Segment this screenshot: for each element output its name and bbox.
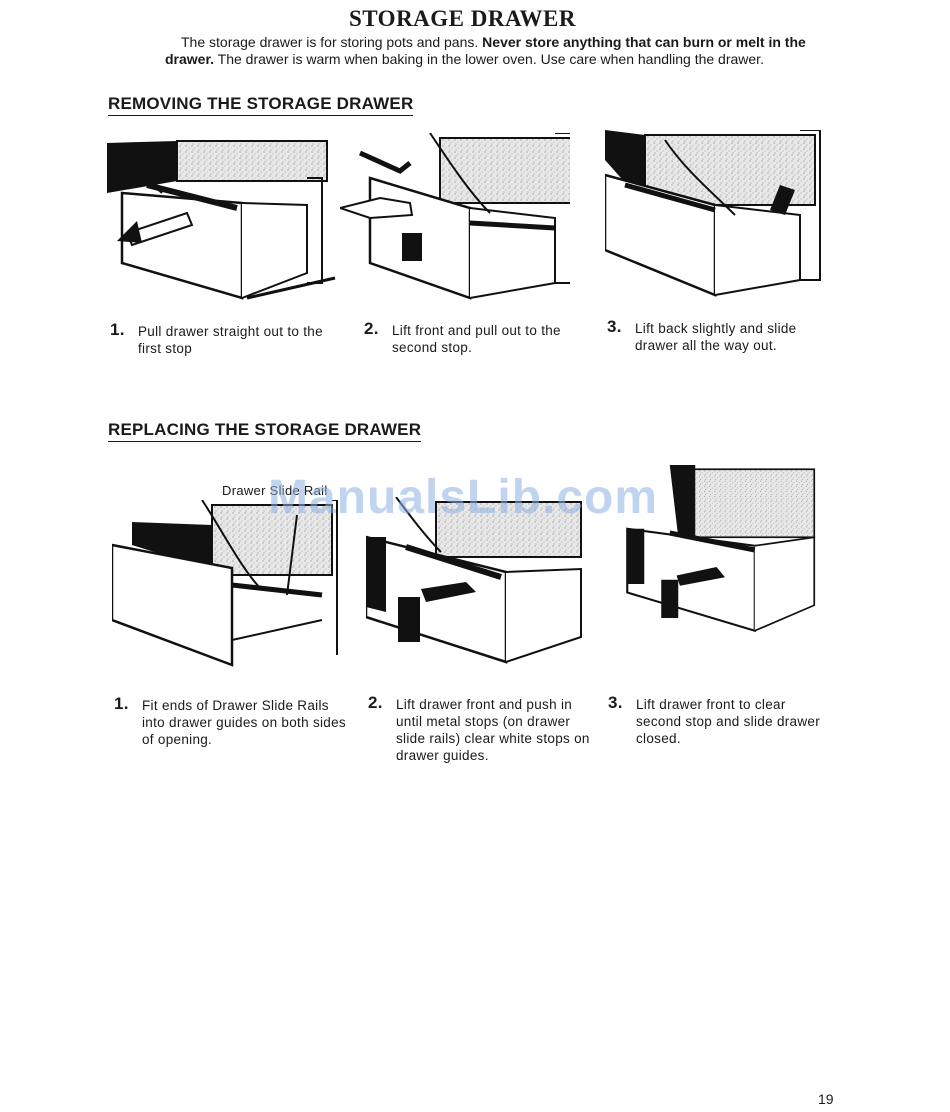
step-number: 2.: [368, 693, 383, 712]
step-number: 2.: [364, 319, 379, 338]
drawer-slide-rail-callout: Drawer Slide Rail: [222, 483, 328, 498]
step-number: 1.: [114, 694, 129, 713]
removing-illustration-1: [107, 133, 337, 303]
intro-paragraph: The storage drawer is for storing pots a…: [165, 34, 825, 68]
page-title: STORAGE DRAWER: [348, 6, 577, 31]
replacing-step-3: 3. Lift drawer front to clear second sto…: [608, 693, 830, 747]
step-text: Lift drawer front to clear second stop a…: [636, 697, 821, 746]
intro-text-1: The storage drawer is for storing pots a…: [181, 34, 483, 50]
step-text: Lift drawer front and push in until meta…: [396, 697, 590, 763]
removing-illustration-3: [605, 130, 835, 300]
removing-heading: REMOVING THE STORAGE DRAWER: [108, 94, 414, 116]
removing-step-1: 1. Pull drawer straight out to the first…: [110, 320, 345, 357]
watermark-logo: ManualsLib.com: [268, 471, 659, 524]
intro-warning: Never store anything that can burn or me…: [165, 34, 806, 67]
intro-text-2: The drawer is warm when baking in the lo…: [214, 51, 764, 67]
step-number: 3.: [607, 317, 622, 336]
step-text: Fit ends of Drawer Slide Rails into draw…: [142, 698, 346, 747]
step-text: Lift front and pull out to the second st…: [392, 323, 561, 355]
replacing-illustration-1: [112, 500, 342, 670]
step-number: 1.: [110, 320, 125, 339]
step-text: Lift back slightly and slide drawer all …: [635, 321, 797, 353]
replacing-illustration-3: [610, 465, 840, 635]
removing-illustration-2: [340, 133, 570, 303]
replacing-illustration-2: [366, 497, 596, 667]
page-number: 19: [818, 1091, 834, 1107]
removing-step-3: 3. Lift back slightly and slide drawer a…: [607, 317, 822, 354]
replacing-heading: REPLACING THE STORAGE DRAWER: [108, 420, 422, 442]
step-number: 3.: [608, 693, 623, 712]
removing-step-2: 2. Lift front and pull out to the second…: [364, 319, 584, 356]
replacing-step-2: 2. Lift drawer front and push in until m…: [368, 693, 593, 764]
replacing-step-1: 1. Fit ends of Drawer Slide Rails into d…: [114, 694, 354, 748]
step-text: Pull drawer straight out to the first st…: [138, 324, 323, 356]
